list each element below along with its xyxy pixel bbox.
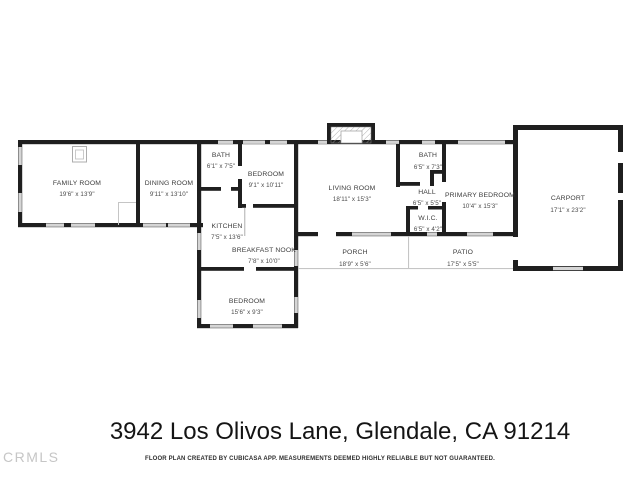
room-label-living-room: LIVING ROOM xyxy=(329,185,376,192)
room-label-bath-front: BATH xyxy=(212,152,230,159)
room-label-dining-room: DINING ROOM xyxy=(145,180,194,187)
room-dims-dining-room: 9'11" x 13'10" xyxy=(150,191,188,198)
room-dims-porch: 18'9" x 5'6" xyxy=(339,261,371,268)
room-dims-family-room: 19'6" x 13'9" xyxy=(59,191,94,198)
room-dims-living-room: 18'11" x 15'3" xyxy=(333,196,371,203)
property-address: 3942 Los Olivos Lane, Glendale, CA 91214 xyxy=(109,418,571,445)
room-label-kitchen: KITCHEN xyxy=(212,223,243,230)
room-dims-kitchen: 7'5" x 13'6" xyxy=(211,234,243,241)
disclaimer-text: FLOOR PLAN CREATED BY CUBICASA APP. MEAS… xyxy=(145,456,495,462)
fireplace-icon xyxy=(72,146,87,163)
room-label-wic: W.I.C. xyxy=(418,215,437,222)
room-label-breakfast-nook: BREAKFAST NOOK xyxy=(232,247,296,254)
open-area-lines xyxy=(118,202,513,270)
room-label-bath-rear: BATH xyxy=(419,152,437,159)
room-label-bedroom-front: BEDROOM xyxy=(248,171,284,178)
room-dims-bath-rear: 6'5" x 7'3" xyxy=(414,164,442,171)
room-dims-wic: 6'5" x 4'2" xyxy=(414,226,442,233)
room-dims-hall: 6'5" x 5'5" xyxy=(413,200,441,207)
walls xyxy=(18,125,623,329)
room-label-patio: PATIO xyxy=(453,249,473,256)
room-label-family-room: FAMILY ROOM xyxy=(53,180,101,187)
room-label-primary-bedroom: PRIMARY BEDROOM xyxy=(445,192,515,199)
room-label-bedroom-rear: BEDROOM xyxy=(229,298,265,305)
crmls-watermark: CRMLS xyxy=(3,449,60,465)
room-dims-carport: 17'1" x 23'2" xyxy=(550,207,585,214)
room-dims-patio: 17'5" x 5'5" xyxy=(447,261,479,268)
room-labels: FAMILY ROOM 19'6" x 13'9" DINING ROOM 9'… xyxy=(53,152,586,316)
room-label-porch: PORCH xyxy=(342,249,367,256)
room-label-hall: HALL xyxy=(418,189,436,196)
room-dims-breakfast-nook: 7'8" x 10'0" xyxy=(248,258,280,265)
room-dims-bath-front: 6'1" x 7'5" xyxy=(207,163,235,170)
room-dims-primary-bedroom: 10'4" x 15'3" xyxy=(462,203,497,210)
room-dims-bedroom-rear: 15'6" x 9'3" xyxy=(231,309,263,316)
windows xyxy=(18,140,583,328)
room-dims-bedroom-front: 9'1" x 10'11" xyxy=(249,182,284,189)
room-label-carport: CARPORT xyxy=(551,195,585,202)
chimney-fireplace-bump xyxy=(327,123,375,144)
